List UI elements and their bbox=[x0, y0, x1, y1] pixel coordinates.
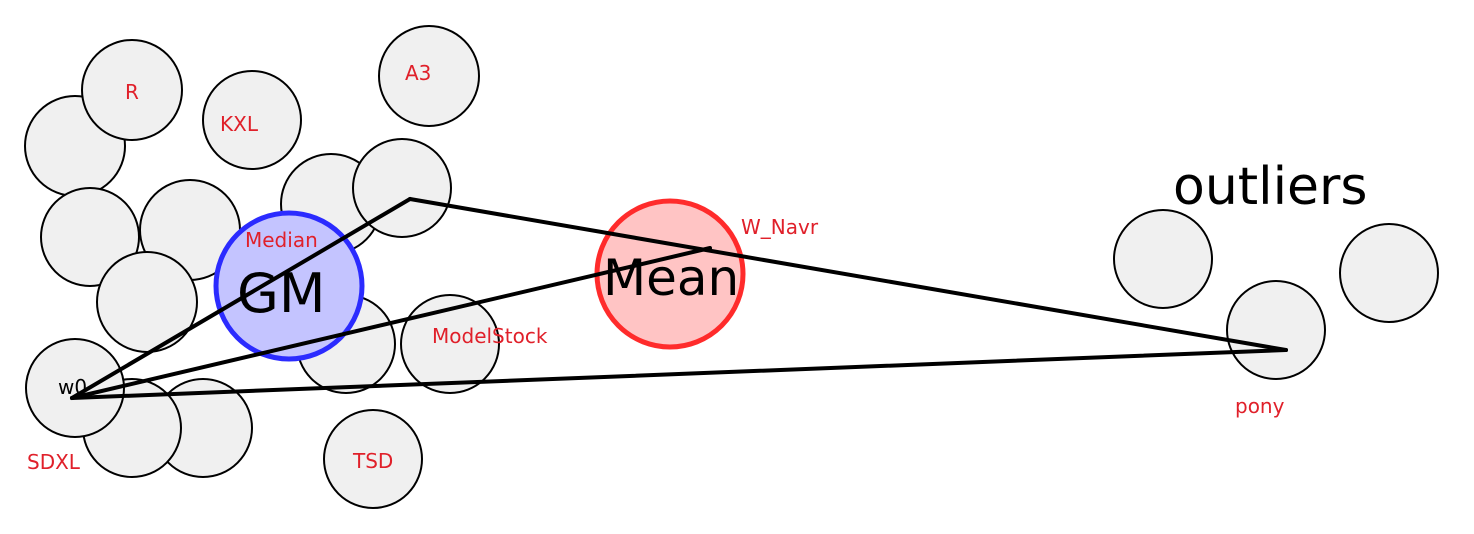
a3-label: A3 bbox=[405, 61, 431, 85]
outlier-circle bbox=[1113, 209, 1213, 309]
edge-w0-to-mean bbox=[70, 246, 712, 400]
gm-label: GM bbox=[237, 262, 325, 325]
tsd-label: TSD bbox=[352, 449, 393, 473]
sdxl-label: SDXL bbox=[27, 450, 81, 474]
node-modelstock-circle bbox=[400, 294, 500, 394]
node-pony-circle bbox=[1226, 280, 1326, 380]
edge-top-to-pony bbox=[408, 197, 1288, 352]
r-label: R bbox=[125, 80, 139, 104]
w-navr-label: W_Navr bbox=[741, 215, 819, 239]
node-circle bbox=[96, 251, 198, 353]
node-r-circle bbox=[81, 39, 183, 141]
node-kxl-circle bbox=[202, 70, 302, 170]
edge-w0-to-pony bbox=[70, 348, 1288, 400]
node-w0-circle bbox=[25, 338, 125, 438]
pony-label: pony bbox=[1235, 394, 1285, 418]
node-circle bbox=[40, 187, 140, 287]
kxl-label: KXL bbox=[220, 112, 259, 136]
node-a3-circle bbox=[378, 25, 480, 127]
outlier-circle bbox=[1339, 223, 1439, 323]
outliers-title: outliers bbox=[1173, 157, 1368, 217]
median-label: Median bbox=[245, 228, 318, 252]
w0-label: w0 bbox=[58, 375, 87, 399]
edge-w0-to-top bbox=[70, 197, 412, 400]
mean-label: Mean bbox=[603, 249, 739, 307]
node-circle bbox=[352, 138, 452, 238]
node-tsd-circle bbox=[323, 409, 423, 509]
modelstock-label: ModelStock bbox=[432, 324, 548, 348]
